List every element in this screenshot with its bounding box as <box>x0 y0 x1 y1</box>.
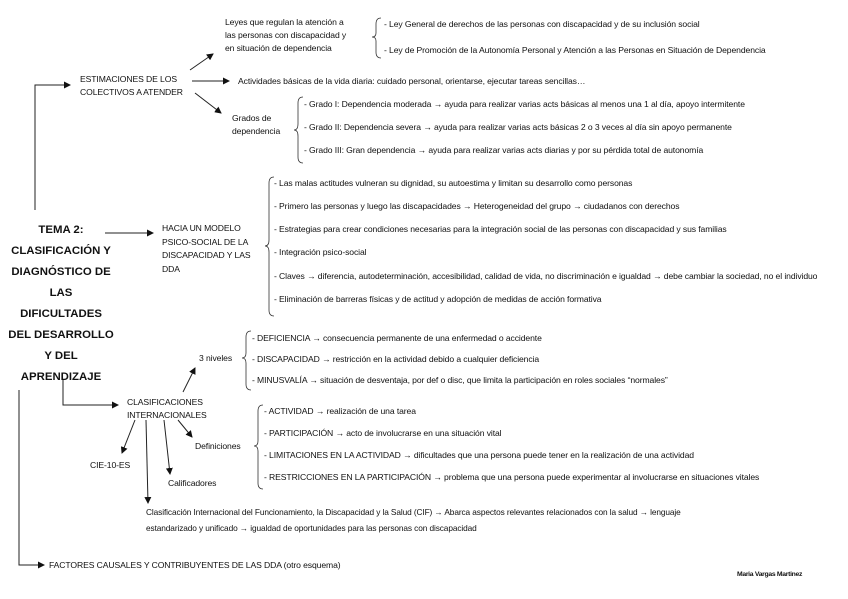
node-label: Grados de <box>232 113 272 123</box>
list-item: - MINUSVALÍA → situación de desventaja, … <box>252 375 668 385</box>
list-item: - Grado I: Dependencia moderada → ayuda … <box>304 99 745 109</box>
node-estimaciones: ESTIMACIONES DE LOS COLECTIVOS A ATENDER <box>80 73 183 99</box>
node-label: las personas con discapacidad y <box>225 30 347 40</box>
list-item: - ACTIVIDAD → realización de una tarea <box>264 406 416 416</box>
node-label: DISCAPACIDAD Y LAS <box>162 250 251 260</box>
cif-line: estandarizado y unificado → igualdad de … <box>146 523 477 533</box>
list-item: - Grado III: Gran dependencia → ayuda pa… <box>304 145 704 155</box>
title-line: APRENDIZAJE <box>20 371 102 383</box>
node-label: Leyes que regulan la atención a <box>225 17 344 27</box>
list-item: - PARTICIPACIÓN → acto de involucrarse e… <box>264 428 502 438</box>
node-label: HACIA UN MODELO <box>162 223 241 233</box>
list-item: - Integración psico-social <box>274 247 367 257</box>
title-line: LAS <box>49 287 73 299</box>
list-item: - DEFICIENCIA → consecuencia permanente … <box>252 333 542 343</box>
list-item: - RESTRICCIONES EN LA PARTICIPACIÓN → pr… <box>264 472 760 482</box>
node-leyes: Leyes que regulan la atención a las pers… <box>225 16 346 55</box>
list-item: - Ley de Promoción de la Autonomía Perso… <box>384 45 766 55</box>
list-item: - LIMITACIONES EN LA ACTIVIDAD → dificul… <box>264 450 694 460</box>
main-title: TEMA 2: CLASIFICACIÓN Y DIAGNÓSTICO DE L… <box>6 220 116 388</box>
node-label: en situación de dependencia <box>225 43 332 53</box>
node-label: PSICO-SOCIAL DE LA <box>162 236 249 247</box>
niveles-list: - DEFICIENCIA → consecuencia permanente … <box>252 332 668 387</box>
node-cif: Clasificación Internacional del Funciona… <box>146 504 681 536</box>
title-line: CLASIFICACIÓN Y <box>11 245 111 257</box>
node-label: COLECTIVOS A ATENDER <box>80 87 183 97</box>
node-actividades: Actividades básicas de la vida diaria: c… <box>238 76 586 86</box>
definiciones-list: - ACTIVIDAD → realización de una tarea -… <box>264 405 759 484</box>
node-3-niveles: 3 niveles <box>199 353 233 363</box>
leyes-list: - Ley General de derechos de las persona… <box>384 18 766 57</box>
node-label: DDA <box>162 263 180 274</box>
title-line: DEL DESARROLLO <box>8 329 114 341</box>
list-item: - Eliminación de barreras físicas y de a… <box>274 294 602 304</box>
node-label: CLASIFICACIONES <box>127 397 203 407</box>
list-item: - Claves → diferencia, autodeterminación… <box>274 271 818 281</box>
node-grados: Grados de dependencia <box>232 112 280 138</box>
title-line: DIAGNÓSTICO DE <box>11 266 111 278</box>
title-line: Y DEL <box>44 350 78 362</box>
title-line: TEMA 2: <box>38 224 84 236</box>
modelo-list: - Las malas actitudes vulneran su dignid… <box>274 177 819 306</box>
node-calificadores: Calificadores <box>168 478 217 488</box>
list-item: - DISCAPACIDAD → restricción en la activ… <box>252 354 540 364</box>
author-signature: Maria Vargas Martinez <box>737 571 803 578</box>
node-label: ESTIMACIONES DE LOS <box>80 74 177 84</box>
cif-line: Clasificación Internacional del Funciona… <box>146 507 681 517</box>
list-item: - Las malas actitudes vulneran su dignid… <box>274 178 633 188</box>
node-clasificaciones: CLASIFICACIONES INTERNACIONALES <box>127 396 207 422</box>
list-item: - Estrategias para crear condiciones nec… <box>274 224 727 234</box>
node-factores: FACTORES CAUSALES Y CONTRIBUYENTES DE LA… <box>49 560 341 570</box>
list-item: - Ley General de derechos de las persona… <box>384 19 700 29</box>
list-item: - Primero las personas y luego las disca… <box>274 201 680 211</box>
node-modelo: HACIA UN MODELO PSICO-SOCIAL DE LA DISCA… <box>162 222 251 276</box>
grados-list: - Grado I: Dependencia moderada → ayuda … <box>304 98 745 157</box>
title-line: DIFICULTADES <box>20 308 102 320</box>
list-item: - Grado II: Dependencia severa → ayuda p… <box>304 122 732 132</box>
node-cie: CIE-10-ES <box>90 460 131 470</box>
node-label: INTERNACIONALES <box>127 410 207 420</box>
node-definiciones: Definiciones <box>195 441 241 451</box>
node-label: dependencia <box>232 126 281 136</box>
